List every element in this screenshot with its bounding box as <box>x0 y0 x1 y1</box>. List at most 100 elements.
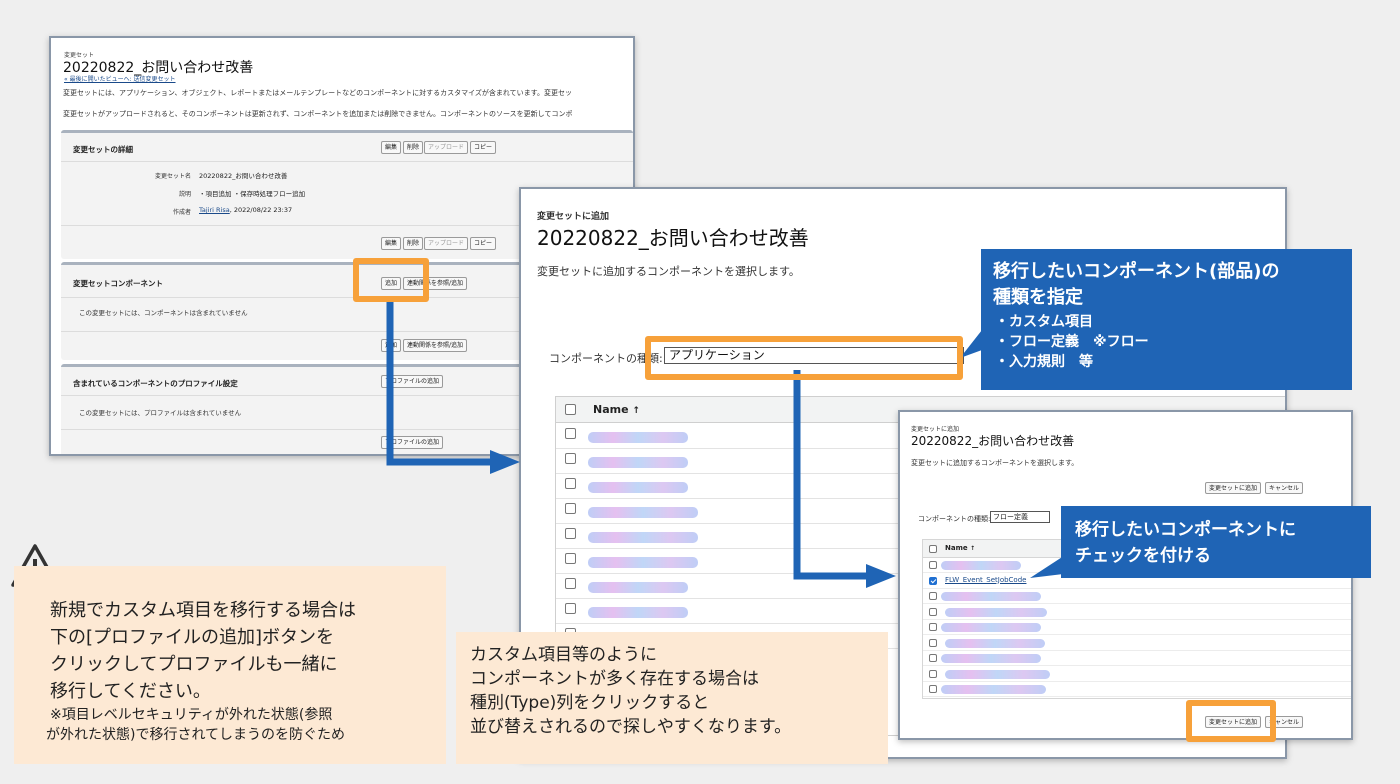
highlight-add-to-change-set-button <box>1186 700 1276 742</box>
table-row[interactable] <box>923 605 1351 620</box>
table-row[interactable] <box>556 498 1285 523</box>
select-all-checkbox[interactable] <box>929 545 937 553</box>
row-checkbox[interactable] <box>565 603 576 614</box>
edit-button[interactable]: 編集 <box>381 141 402 154</box>
callout-text: ・カスタム項目 <box>995 314 1093 330</box>
callout-text: ・フロー定義 ※フロー <box>995 334 1149 350</box>
copy-button[interactable]: コピー <box>470 141 497 154</box>
page-subtitle: 変更セットに追加するコンポーネントを選択します。 <box>537 265 800 278</box>
row-checkbox[interactable] <box>565 578 576 589</box>
component-name-link[interactable]: FLW_Event_SetJobCode <box>945 575 1027 584</box>
component-type-select[interactable]: フロー定義 <box>990 511 1050 523</box>
table-row[interactable] <box>923 620 1351 635</box>
page-title: 20220822_お問い合わせ改善 <box>911 434 1075 448</box>
view-dependencies-button[interactable]: 連動関係を参照/追加 <box>403 277 468 290</box>
table-row[interactable] <box>556 448 1285 473</box>
callout-pointer <box>960 330 982 358</box>
redacted-name <box>941 654 1041 663</box>
redacted-name <box>588 607 688 618</box>
upload-button[interactable]: アップロード <box>424 141 469 154</box>
row-checkbox[interactable] <box>929 561 937 569</box>
column-header-name[interactable]: Name ↑ <box>945 544 976 552</box>
component-type-label: コンポーネントの種類: <box>918 515 991 523</box>
table-row[interactable]: FLW_Event_SetJobCode <box>923 574 1351 589</box>
empty-profiles-text: この変更セットには、プロファイルは含まれていません <box>79 409 242 417</box>
note-text: 移行してください。 <box>50 681 211 702</box>
page-title: 20220822_お問い合わせ改善 <box>63 60 254 76</box>
redacted-name <box>588 457 688 468</box>
table-row[interactable] <box>556 473 1285 498</box>
row-checkbox[interactable] <box>565 428 576 439</box>
table-row[interactable] <box>556 548 1285 573</box>
row-checkbox[interactable] <box>565 478 576 489</box>
note-text: 並び替えされるので探しやすくなります。 <box>470 717 792 737</box>
table-row[interactable] <box>556 573 1285 598</box>
delete-button[interactable]: 削除 <box>403 141 424 154</box>
add-to-change-set-button[interactable]: 変更セットに追加 <box>1205 716 1262 728</box>
callout-check-component: 移行したいコンポーネントに チェックを付ける <box>1061 506 1371 578</box>
redacted-name <box>941 685 1046 694</box>
cancel-button[interactable]: キャンセル <box>1265 482 1304 494</box>
table-row[interactable] <box>556 423 1285 448</box>
field-label: 説明 <box>178 191 191 198</box>
note-text: 種別(Type)列をクリックすると <box>470 693 710 713</box>
select-all-checkbox[interactable] <box>565 404 576 415</box>
back-link[interactable]: « 最後に開いたビューへ: 送信変更セット <box>64 76 176 83</box>
callout-component-type: 移行したいコンポーネント(部品)の 種類を指定 ・カスタム項目 ・フロー定義 ※… <box>981 249 1352 390</box>
redacted-name <box>941 592 1041 601</box>
table-row[interactable] <box>923 636 1351 651</box>
highlight-add-button <box>353 258 429 302</box>
table-row[interactable] <box>556 523 1285 548</box>
row-checkbox[interactable] <box>929 685 937 693</box>
field-value: ・項目追加 ・保存時処理フロー追加 <box>199 190 306 198</box>
author-link[interactable]: Tajiri Risa <box>199 206 230 214</box>
row-checkbox[interactable] <box>565 553 576 564</box>
add-component-button[interactable]: 追加 <box>381 277 402 290</box>
table-row[interactable] <box>556 598 1285 623</box>
note-sort-tip: カスタム項目等のように コンポーネントが多く存在する場合は 種別(Type)列を… <box>456 632 888 764</box>
upload-button[interactable]: アップロード <box>424 237 469 250</box>
highlight-component-type <box>645 336 963 380</box>
row-checkbox[interactable] <box>929 654 937 662</box>
table-row[interactable] <box>923 589 1351 604</box>
add-to-change-set-button[interactable]: 変更セットに追加 <box>1205 482 1262 494</box>
view-dependencies-button[interactable]: 連動関係を参照/追加 <box>403 339 468 352</box>
redacted-name <box>588 507 698 518</box>
author-date: , 2022/08/22 23:37 <box>229 206 293 214</box>
column-header-name[interactable]: Name ↑ <box>593 403 640 416</box>
row-checkbox[interactable] <box>565 503 576 514</box>
row-checkbox[interactable] <box>929 576 937 585</box>
arrow-icon <box>386 298 492 466</box>
row-checkbox[interactable] <box>929 638 937 647</box>
note-text: 下の[プロファイルの追加]ボタンを <box>50 627 335 648</box>
redacted-name <box>941 623 1041 632</box>
copy-button[interactable]: コピー <box>470 237 497 250</box>
redacted-name <box>945 669 1050 679</box>
note-text: コンポーネントが多く存在する場合は <box>470 669 759 689</box>
callout-text: ・入力規則 等 <box>995 354 1093 370</box>
row-checkbox[interactable] <box>929 607 937 616</box>
row-checkbox[interactable] <box>929 623 937 631</box>
component-type-label: コンポーネントの種類: <box>549 352 663 365</box>
redacted-name <box>945 607 1047 617</box>
row-checkbox[interactable] <box>929 592 937 600</box>
component-type-select[interactable]: アプリケーション <box>664 347 964 364</box>
table-row[interactable] <box>923 682 1351 697</box>
empty-components-text: この変更セットには、コンポーネントは含まれていません <box>79 309 248 317</box>
table-row[interactable] <box>923 651 1351 666</box>
delete-button[interactable]: 削除 <box>403 237 424 250</box>
row-checkbox[interactable] <box>565 528 576 539</box>
arrow-icon <box>793 370 868 580</box>
row-checkbox[interactable] <box>565 453 576 464</box>
breadcrumb: 変更セット <box>64 52 95 59</box>
callout-text: 移行したいコンポーネント(部品)の <box>993 261 1280 282</box>
add-profile-button[interactable]: プロファイルの追加 <box>381 375 444 388</box>
table-row[interactable] <box>923 667 1351 682</box>
sort-arrow-icon: ↑ <box>632 406 640 416</box>
callout-text: 移行したいコンポーネントに <box>1075 520 1296 540</box>
row-checkbox[interactable] <box>929 669 937 678</box>
page-title: 20220822_お問い合わせ改善 <box>537 226 809 250</box>
edit-button[interactable]: 編集 <box>381 237 402 250</box>
field-value: Tajiri Risa, 2022/08/22 23:37 <box>199 206 292 214</box>
add-profile-button[interactable]: プロファイルの追加 <box>381 436 444 449</box>
